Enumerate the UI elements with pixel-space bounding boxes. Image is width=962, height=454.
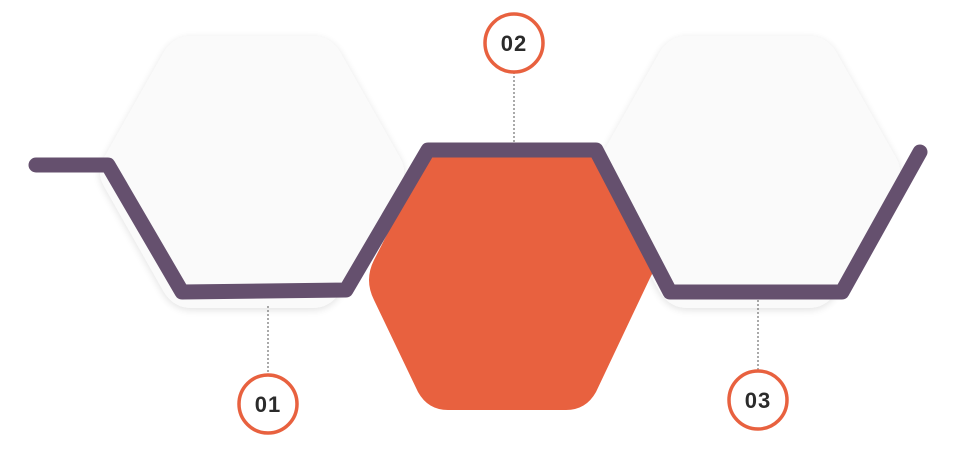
step-badge-03: 03 (727, 369, 789, 431)
zigzag-line (28, 142, 928, 300)
step-label-01: 01 (255, 392, 281, 417)
hexagon-2 (369, 152, 656, 410)
step-label-02: 02 (501, 31, 527, 56)
hexagon-3 (596, 36, 900, 308)
step-badge-01: 01 (237, 373, 299, 435)
step-label-03: 03 (745, 388, 771, 413)
step-badge-02: 02 (483, 12, 545, 74)
hexagon-1 (100, 36, 404, 308)
